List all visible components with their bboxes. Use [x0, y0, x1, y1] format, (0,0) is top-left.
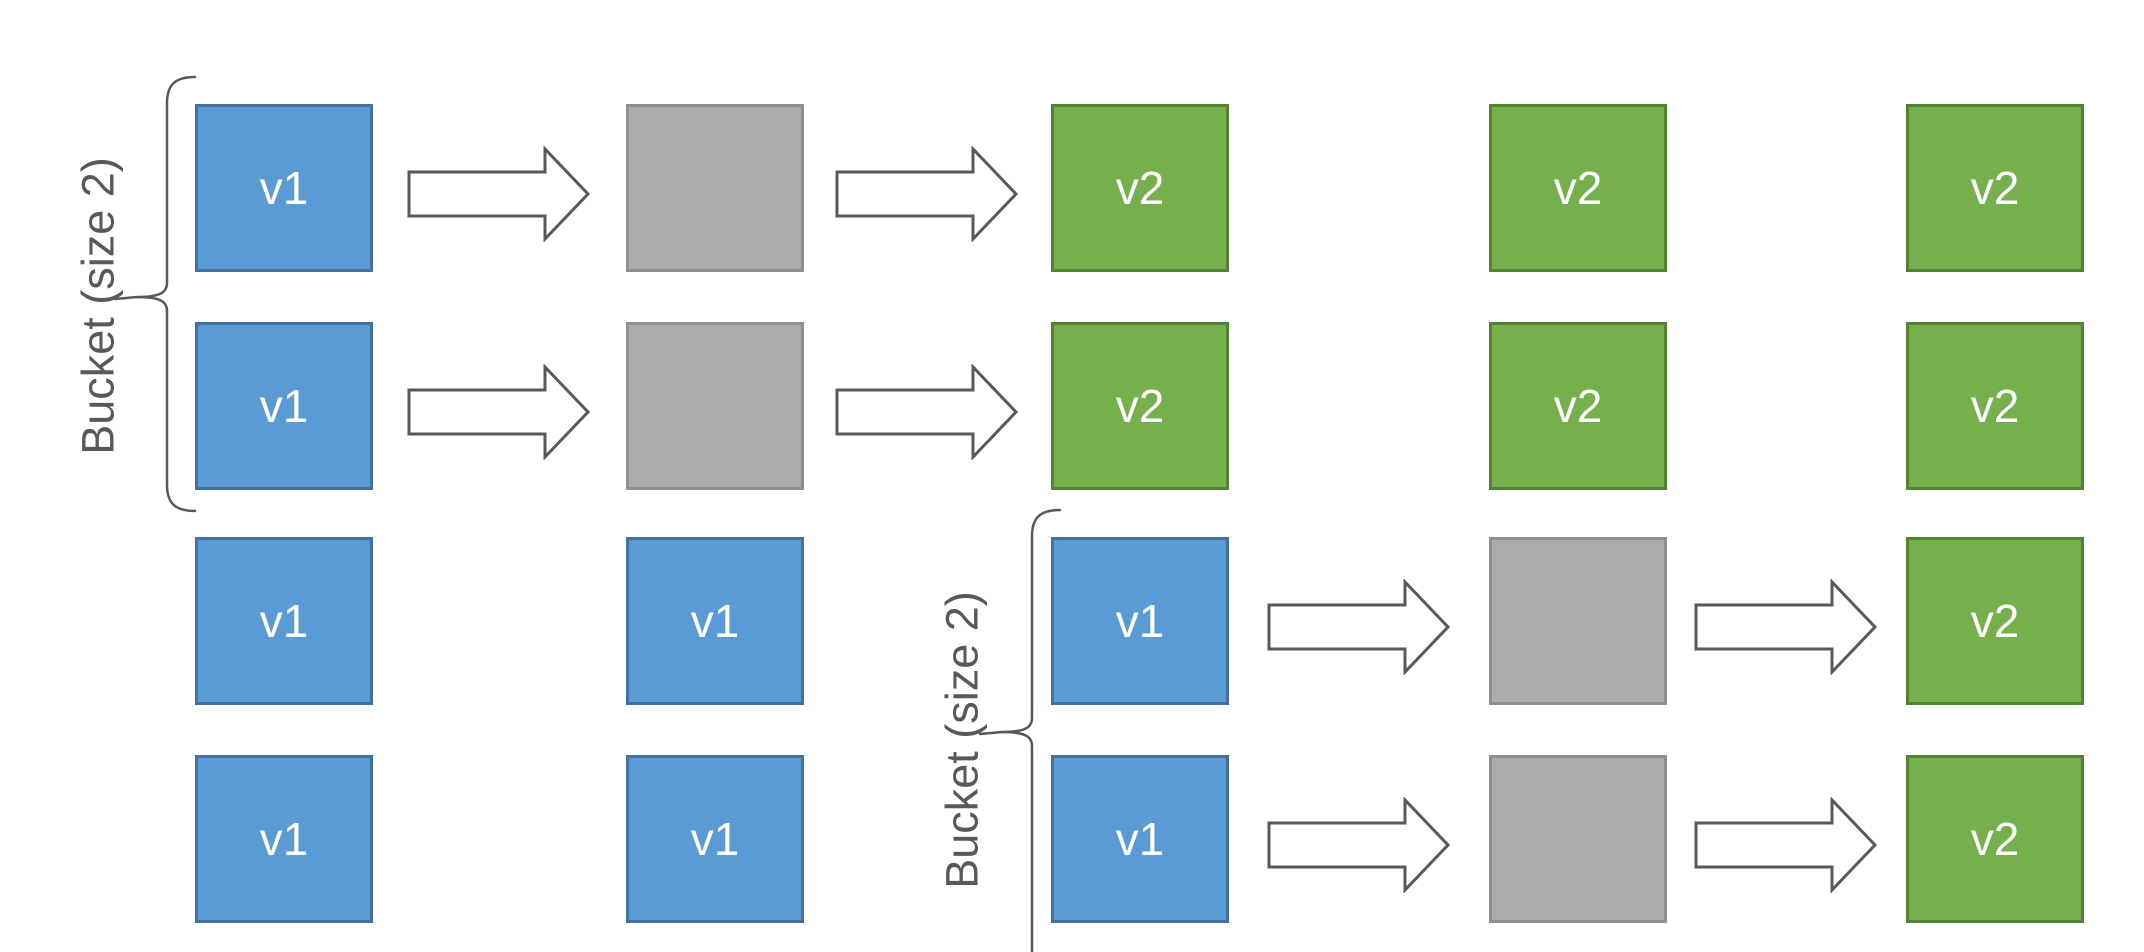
square-v2: v2	[1906, 322, 2084, 490]
square-v2: v2	[1906, 755, 2084, 923]
square-label: v1	[1115, 813, 1165, 865]
square-updating	[1489, 537, 1667, 705]
square-v2: v2	[1051, 322, 1229, 490]
right-arrow-icon	[835, 363, 1020, 465]
square-v2: v2	[1489, 104, 1667, 272]
square-label: v1	[690, 595, 740, 647]
square-v1: v1	[1051, 755, 1229, 923]
square-label: v2	[1115, 162, 1165, 214]
square-label: v1	[259, 162, 309, 214]
right-arrow-icon	[1694, 578, 1879, 680]
right-arrow-icon	[407, 145, 592, 247]
square-v2: v2	[1489, 322, 1667, 490]
bucket-brace	[978, 508, 1062, 952]
square-v1: v1	[195, 104, 373, 272]
bucket-label: Bucket (size 2)	[936, 591, 988, 889]
square-v2: v2	[1051, 104, 1229, 272]
square-label: v2	[1970, 595, 2020, 647]
square-label: v1	[259, 380, 309, 432]
square-updating	[626, 322, 804, 490]
square-label: v2	[1970, 380, 2020, 432]
square-label: v2	[1553, 380, 1603, 432]
square-label: v1	[259, 813, 309, 865]
square-v1: v1	[195, 537, 373, 705]
square-label: v1	[1115, 595, 1165, 647]
bucket-brace	[113, 75, 197, 513]
square-v1: v1	[626, 537, 804, 705]
square-v1: v1	[1051, 537, 1229, 705]
right-arrow-icon	[1694, 796, 1879, 898]
square-v1: v1	[195, 322, 373, 490]
square-label: v2	[1970, 813, 2020, 865]
right-arrow-icon	[1267, 796, 1452, 898]
square-v1: v1	[195, 755, 373, 923]
bucket-label: Bucket (size 2)	[72, 157, 124, 455]
right-arrow-icon	[1267, 578, 1452, 680]
square-v2: v2	[1906, 537, 2084, 705]
square-updating	[1489, 755, 1667, 923]
square-label: v1	[259, 595, 309, 647]
square-label: v2	[1970, 162, 2020, 214]
square-v1: v1	[626, 755, 804, 923]
square-label: v1	[690, 813, 740, 865]
square-v2: v2	[1906, 104, 2084, 272]
right-arrow-icon	[407, 363, 592, 465]
right-arrow-icon	[835, 145, 1020, 247]
square-label: v2	[1553, 162, 1603, 214]
square-updating	[626, 104, 804, 272]
square-label: v2	[1115, 380, 1165, 432]
